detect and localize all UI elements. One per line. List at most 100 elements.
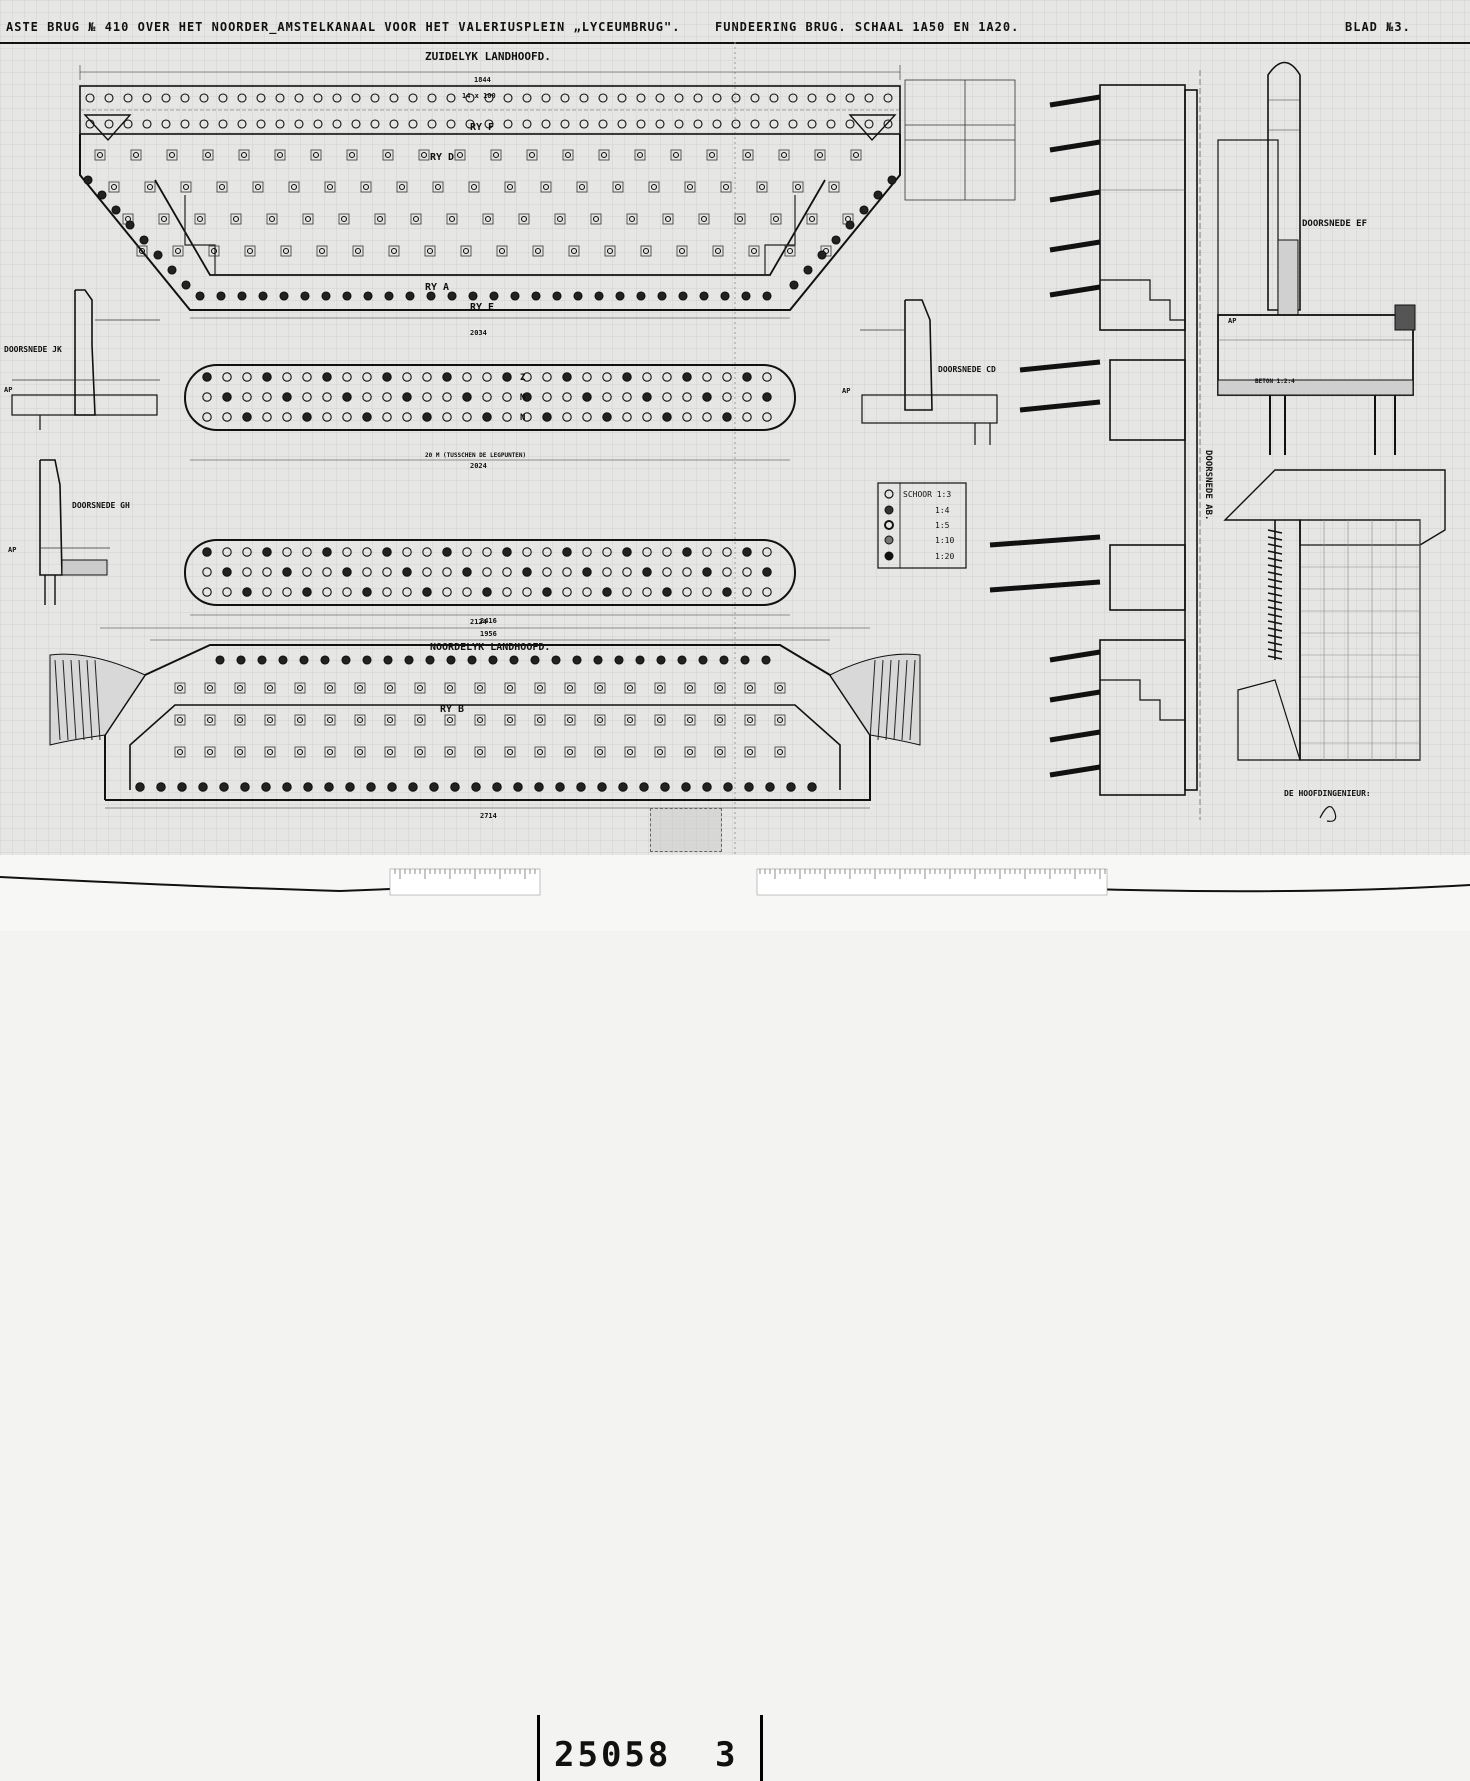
pile-mark (416, 748, 424, 756)
pile-mark (624, 714, 636, 726)
pile-mark (256, 119, 266, 129)
pile-mark (282, 567, 292, 577)
dim-south-base: 2034 (470, 329, 487, 337)
pile-mark (582, 587, 592, 597)
pile-mark (634, 149, 646, 161)
pile-mark (471, 782, 481, 792)
pile-mark (642, 392, 652, 402)
pile-mark (582, 567, 592, 577)
pile-mark (850, 149, 862, 161)
pile-mark (762, 372, 772, 382)
pile-mark (219, 782, 229, 792)
section-jk-drawing (11, 289, 160, 430)
pile-mark (660, 782, 670, 792)
pile-mark (236, 655, 246, 665)
pile-mark (322, 567, 332, 577)
pile-mark (502, 372, 512, 382)
pile-mark (655, 93, 665, 103)
pile-mark (216, 181, 228, 193)
pile-mark (462, 247, 470, 255)
pile-mark (234, 746, 246, 758)
pile-mark (276, 151, 284, 159)
pile-mark (598, 149, 610, 161)
pile-mark (320, 655, 330, 665)
pile-mark (202, 392, 212, 402)
pile-mark (628, 215, 636, 223)
pile-mark (204, 682, 216, 694)
dim-pier2-length: 2124 (470, 618, 487, 626)
section-gh-drawing (39, 459, 110, 605)
pile-mark (322, 392, 332, 402)
pile-mark (626, 213, 638, 225)
pile-mark (354, 682, 366, 694)
pile-mark (758, 183, 766, 191)
pile-mark (650, 183, 658, 191)
pile-mark (156, 782, 166, 792)
pile-mark (686, 748, 694, 756)
pile-mark (744, 714, 756, 726)
pile-mark (596, 716, 604, 724)
pile-mark (845, 93, 855, 103)
pile-mark (177, 782, 187, 792)
pile-line (1019, 359, 1101, 373)
pile-mark (792, 181, 804, 193)
pile-mark (765, 782, 775, 792)
pile-mark (686, 684, 694, 692)
pile-mark (422, 372, 432, 382)
pile-mark (354, 746, 366, 758)
pile-mark (362, 567, 372, 577)
pile-mark (776, 684, 784, 692)
pile-mark (702, 567, 712, 577)
pile-mark (678, 291, 688, 301)
pile-mark (362, 655, 372, 665)
pile-mark (504, 746, 516, 758)
pile-mark (622, 412, 632, 422)
pile-mark (662, 392, 672, 402)
pile-mark (699, 291, 709, 301)
pile-mark (444, 746, 456, 758)
pile-mark (622, 547, 632, 557)
pile-mark (510, 291, 520, 301)
pile-mark (513, 782, 523, 792)
pile-mark (396, 181, 408, 193)
pile-mark (202, 587, 212, 597)
pile-mark (262, 587, 272, 597)
pile-mark (146, 183, 154, 191)
pile-mark (356, 748, 364, 756)
pile-mark (389, 119, 399, 129)
pile-mark (540, 181, 552, 193)
pile-mark (716, 748, 724, 756)
pile-mark (342, 587, 352, 597)
pile-mark (562, 567, 572, 577)
pile-mark (326, 748, 334, 756)
pile-mark (242, 587, 252, 597)
pile-mark (352, 245, 364, 257)
pile-mark (418, 149, 430, 161)
pile-mark (382, 587, 392, 597)
pile-mark (404, 655, 414, 665)
pile-mark (204, 151, 212, 159)
pile-mark (442, 547, 452, 557)
pile-mark (476, 716, 484, 724)
pile-mark (108, 181, 120, 193)
pile-mark (408, 782, 418, 792)
pile-mark (624, 682, 636, 694)
pile-mark (94, 149, 106, 161)
pile-mark (111, 205, 121, 215)
pile-mark (427, 93, 437, 103)
pile-mark (123, 119, 133, 129)
pile-mark (282, 547, 292, 557)
pile-mark (598, 93, 608, 103)
pile-mark (296, 684, 304, 692)
pile-mark (684, 181, 696, 193)
pile-mark (402, 567, 412, 577)
pile-mark (294, 93, 304, 103)
pile-mark (218, 183, 226, 191)
pile-mark (258, 291, 268, 301)
pile-legend (877, 482, 967, 569)
pile-mark (731, 119, 741, 129)
pile-mark (174, 682, 186, 694)
pile-mark (362, 183, 370, 191)
pile-mark (460, 245, 472, 257)
pile-mark (382, 547, 392, 557)
